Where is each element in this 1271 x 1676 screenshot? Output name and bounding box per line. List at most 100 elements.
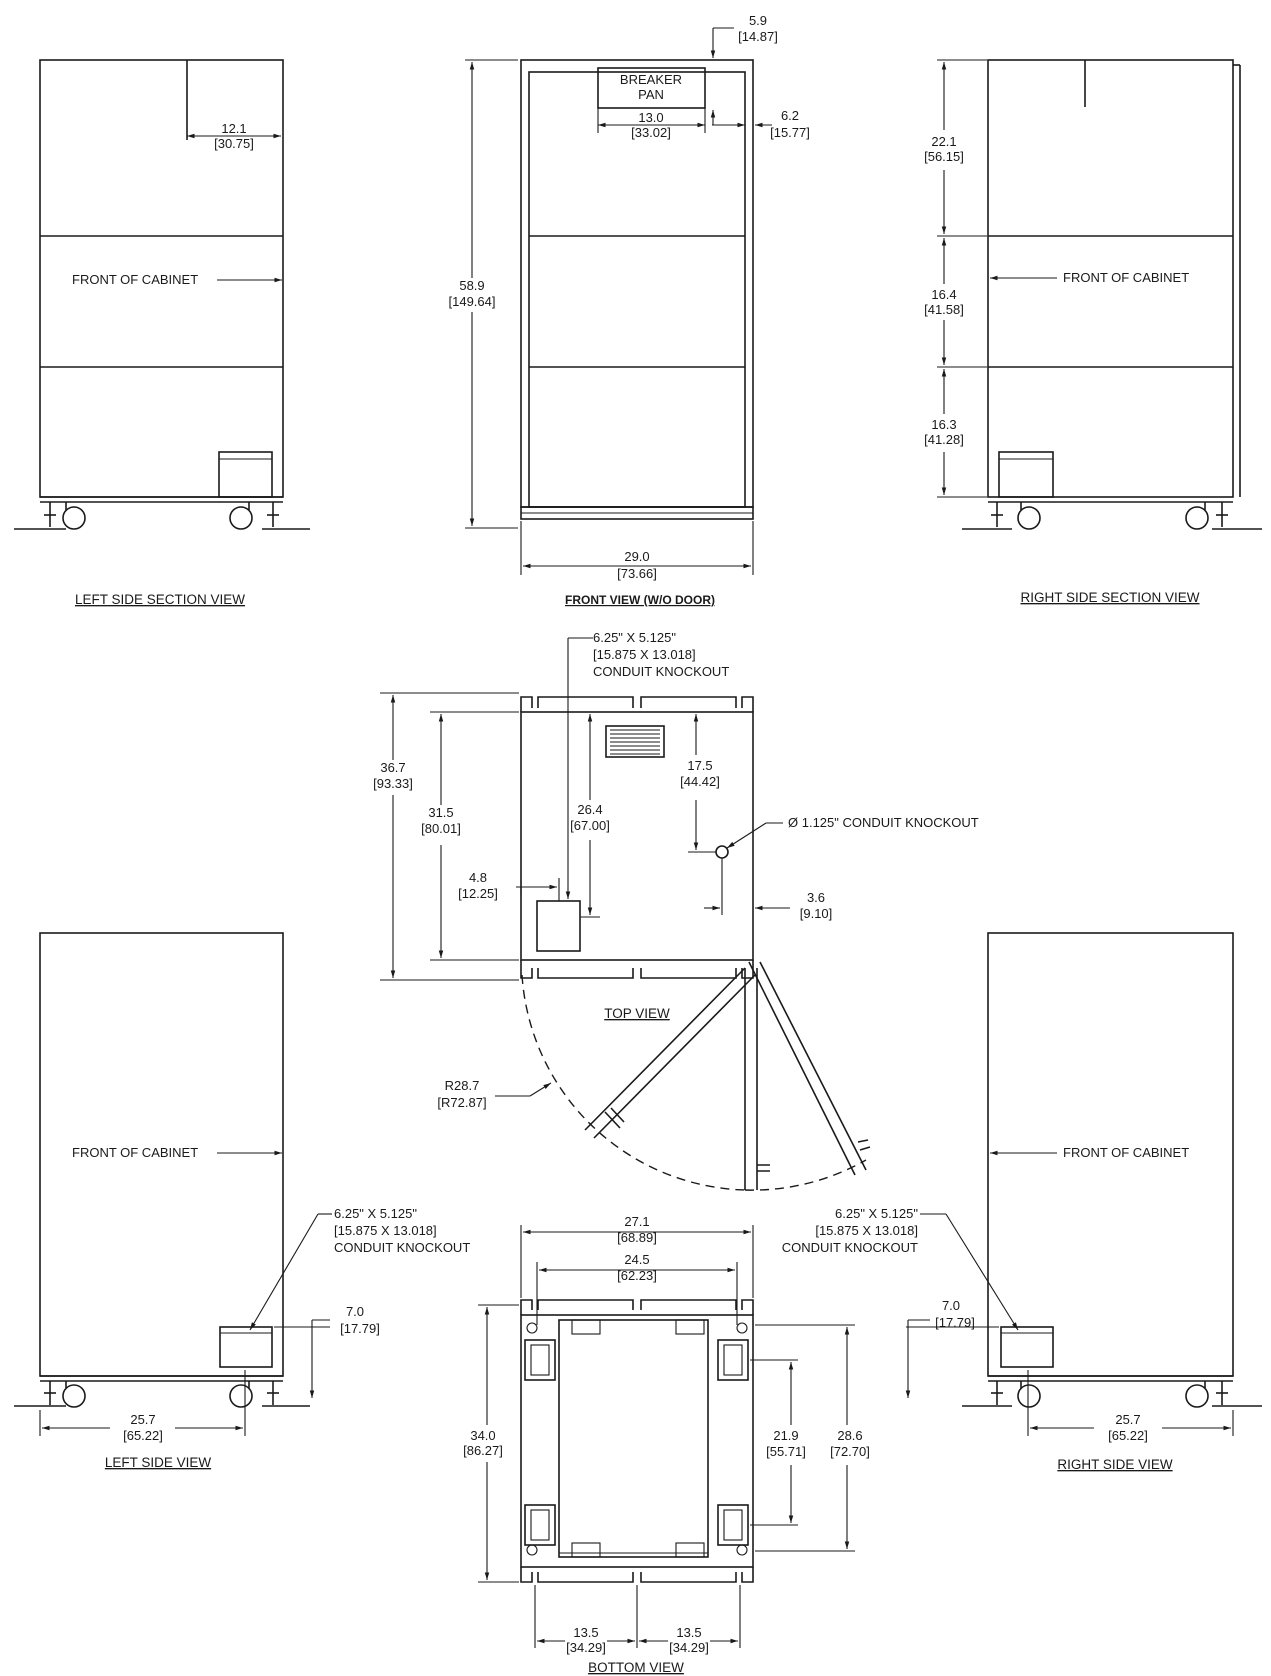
caster-plate-tr <box>717 1322 749 1381</box>
caster-left <box>44 1381 86 1408</box>
rect-knockout-label-2: [15.875 X 13.018] <box>334 1223 437 1238</box>
dim-fv-breaker-in: 13.0 <box>638 110 663 125</box>
dim-rss-mid-mm: [41.58] <box>924 302 964 317</box>
caster-right <box>1185 1381 1228 1408</box>
caster-right <box>229 502 279 530</box>
dim-fv-width-mm: [73.66] <box>617 566 657 581</box>
caster-plate-tl <box>524 1322 556 1381</box>
dim-tv-knock-x-in: 4.8 <box>469 870 487 885</box>
rect-knockout-label-3: CONDUIT KNOCKOUT <box>334 1240 470 1255</box>
breaker-pan-label-1: BREAKER <box>620 72 682 87</box>
top-view: 36.7 [93.33] 31.5 [80.01] 26.4 [67.00] 1… <box>373 630 979 1191</box>
breaker-pan: BREAKER PAN <box>597 67 706 109</box>
dim-fv-height-in: 58.9 <box>459 278 484 293</box>
front-view: BREAKER PAN 5.9 [14.87] 13.0 [33.02] 6.2… <box>449 13 810 607</box>
dim-rs-width-mm: [65.22] <box>1108 1428 1148 1443</box>
dim-tv-radius-in: R28.7 <box>445 1078 480 1093</box>
dim-rs-width-in: 25.7 <box>1115 1412 1140 1427</box>
dim-ls-width-mm: [65.22] <box>123 1428 163 1443</box>
dim-fv-top-in: 5.9 <box>749 13 767 28</box>
dim-ls-width-in: 25.7 <box>130 1412 155 1427</box>
front-of-cabinet-label: FRONT OF CABINET <box>72 272 198 287</box>
dim-fv-breaker-mm: [33.02] <box>631 125 671 140</box>
rect-knockout-label-1: 6.25" X 5.125" <box>334 1206 417 1221</box>
rect-knockout-label-2: [15.875 X 13.018] <box>815 1223 918 1238</box>
front-of-cabinet-label: FRONT OF CABINET <box>72 1145 198 1160</box>
dim-tv-radius-mm: [R72.87] <box>437 1095 486 1110</box>
dim-bv-inner-in: 24.5 <box>624 1252 649 1267</box>
caster-left <box>991 1381 1041 1408</box>
view-title-left-side-section: LEFT SIDE SECTION VIEW <box>75 592 245 607</box>
dim-tv-round-x-in: 3.6 <box>807 890 825 905</box>
dim-tv-knock-y-mm: [67.00] <box>570 818 610 833</box>
dim-lss-width-mm: [30.75] <box>214 136 254 151</box>
dim-bv-half-left-mm: [34.29] <box>566 1640 606 1655</box>
dim-lss-width-in: 12.1 <box>221 121 246 136</box>
dim-bv-caster-y-mm: [55.71] <box>766 1444 806 1459</box>
rect-knockout-label-3: CONDUIT KNOCKOUT <box>782 1240 918 1255</box>
dim-rss-top-in: 22.1 <box>931 134 956 149</box>
dim-tv-depth-in: 31.5 <box>428 805 453 820</box>
dim-fv-side-mm: [15.77] <box>770 125 810 140</box>
caster-left <box>991 502 1041 530</box>
breaker-pan-label-2: PAN <box>638 87 664 102</box>
dim-bv-frame-y-in: 28.6 <box>837 1428 862 1443</box>
rect-knockout-label-3: CONDUIT KNOCKOUT <box>593 664 729 679</box>
dim-bv-outer-mm: [68.89] <box>617 1230 657 1245</box>
right-side-view: FRONT OF CABINET 6.25" X 5.125" [15.875 … <box>782 932 1262 1472</box>
left-side-view: FRONT OF CABINET 6.25" X 5.125" [15.875 … <box>14 932 470 1470</box>
dim-tv-round-y-in: 17.5 <box>687 758 712 773</box>
view-title-right-side: RIGHT SIDE VIEW <box>1057 1457 1173 1472</box>
bottom-view: 27.1 [68.89] 24.5 [62.23] 34.0 [86.27] 2… <box>463 1214 870 1675</box>
dim-tv-depth-total-mm: [93.33] <box>373 776 413 791</box>
dim-bv-frame-y-mm: [72.70] <box>830 1444 870 1459</box>
dim-tv-depth-total-in: 36.7 <box>380 760 405 775</box>
dim-tv-round-y-mm: [44.42] <box>680 774 720 789</box>
dim-rs-height-mm: [17.79] <box>935 1315 975 1330</box>
rect-knockout-label-2: [15.875 X 13.018] <box>593 647 696 662</box>
dim-tv-knock-x-mm: [12.25] <box>458 886 498 901</box>
vent-grille <box>610 729 660 755</box>
dim-tv-round-x-mm: [9.10] <box>800 906 833 921</box>
view-title-left-side: LEFT SIDE VIEW <box>105 1455 212 1470</box>
dim-tv-knock-y-in: 26.4 <box>577 802 602 817</box>
view-title-top: TOP VIEW <box>604 1006 670 1021</box>
dim-bv-depth-mm: [86.27] <box>463 1443 503 1458</box>
caster-right <box>229 1381 279 1408</box>
rect-conduit-knockout <box>536 900 581 952</box>
rect-knockout-label-1: 6.25" X 5.125" <box>835 1206 918 1221</box>
dim-fv-top-mm: [14.87] <box>738 29 778 44</box>
dim-rss-mid-in: 16.4 <box>931 287 956 302</box>
dim-rs-height-in: 7.0 <box>942 1298 960 1313</box>
front-of-cabinet-label: FRONT OF CABINET <box>1063 270 1189 285</box>
dim-rss-top-mm: [56.15] <box>924 149 964 164</box>
right-side-section-view: 22.1 [56.15] 16.4 [41.58] 16.3 [41.28] F… <box>924 59 1262 605</box>
dim-ls-height-mm: [17.79] <box>340 1321 380 1336</box>
dim-bv-caster-y-in: 21.9 <box>773 1428 798 1443</box>
dim-bv-half-left-in: 13.5 <box>573 1625 598 1640</box>
front-of-cabinet-label: FRONT OF CABINET <box>1063 1145 1189 1160</box>
dim-bv-half-right-in: 13.5 <box>676 1625 701 1640</box>
dim-bv-depth-in: 34.0 <box>470 1428 495 1443</box>
dim-fv-width-in: 29.0 <box>624 549 649 564</box>
dim-fv-height-mm: [149.64] <box>449 294 496 309</box>
caster-plate-bl <box>524 1504 556 1556</box>
caster-left <box>44 502 86 530</box>
dim-rss-bot-mm: [41.28] <box>924 432 964 447</box>
dim-ls-height-in: 7.0 <box>346 1304 364 1319</box>
dim-rss-bot-in: 16.3 <box>931 417 956 432</box>
round-knockout-label: Ø 1.125" CONDUIT KNOCKOUT <box>788 815 979 830</box>
view-title-right-side-section: RIGHT SIDE SECTION VIEW <box>1020 590 1199 605</box>
rect-knockout-label-1: 6.25" X 5.125" <box>593 630 676 645</box>
caster-right <box>1185 502 1228 530</box>
round-conduit-knockout <box>715 845 729 859</box>
dim-bv-outer-in: 27.1 <box>624 1214 649 1229</box>
dim-fv-side-in: 6.2 <box>781 108 799 123</box>
caster-plate-br <box>717 1504 749 1556</box>
dim-bv-inner-mm: [62.23] <box>617 1268 657 1283</box>
view-title-front: FRONT VIEW (W/O DOOR) <box>565 593 715 607</box>
view-title-bottom: BOTTOM VIEW <box>588 1660 684 1675</box>
left-side-section-view: 12.1 [30.75] FRONT OF CABINET LEFT SIDE … <box>14 59 310 607</box>
dim-tv-depth-mm: [80.01] <box>421 821 461 836</box>
